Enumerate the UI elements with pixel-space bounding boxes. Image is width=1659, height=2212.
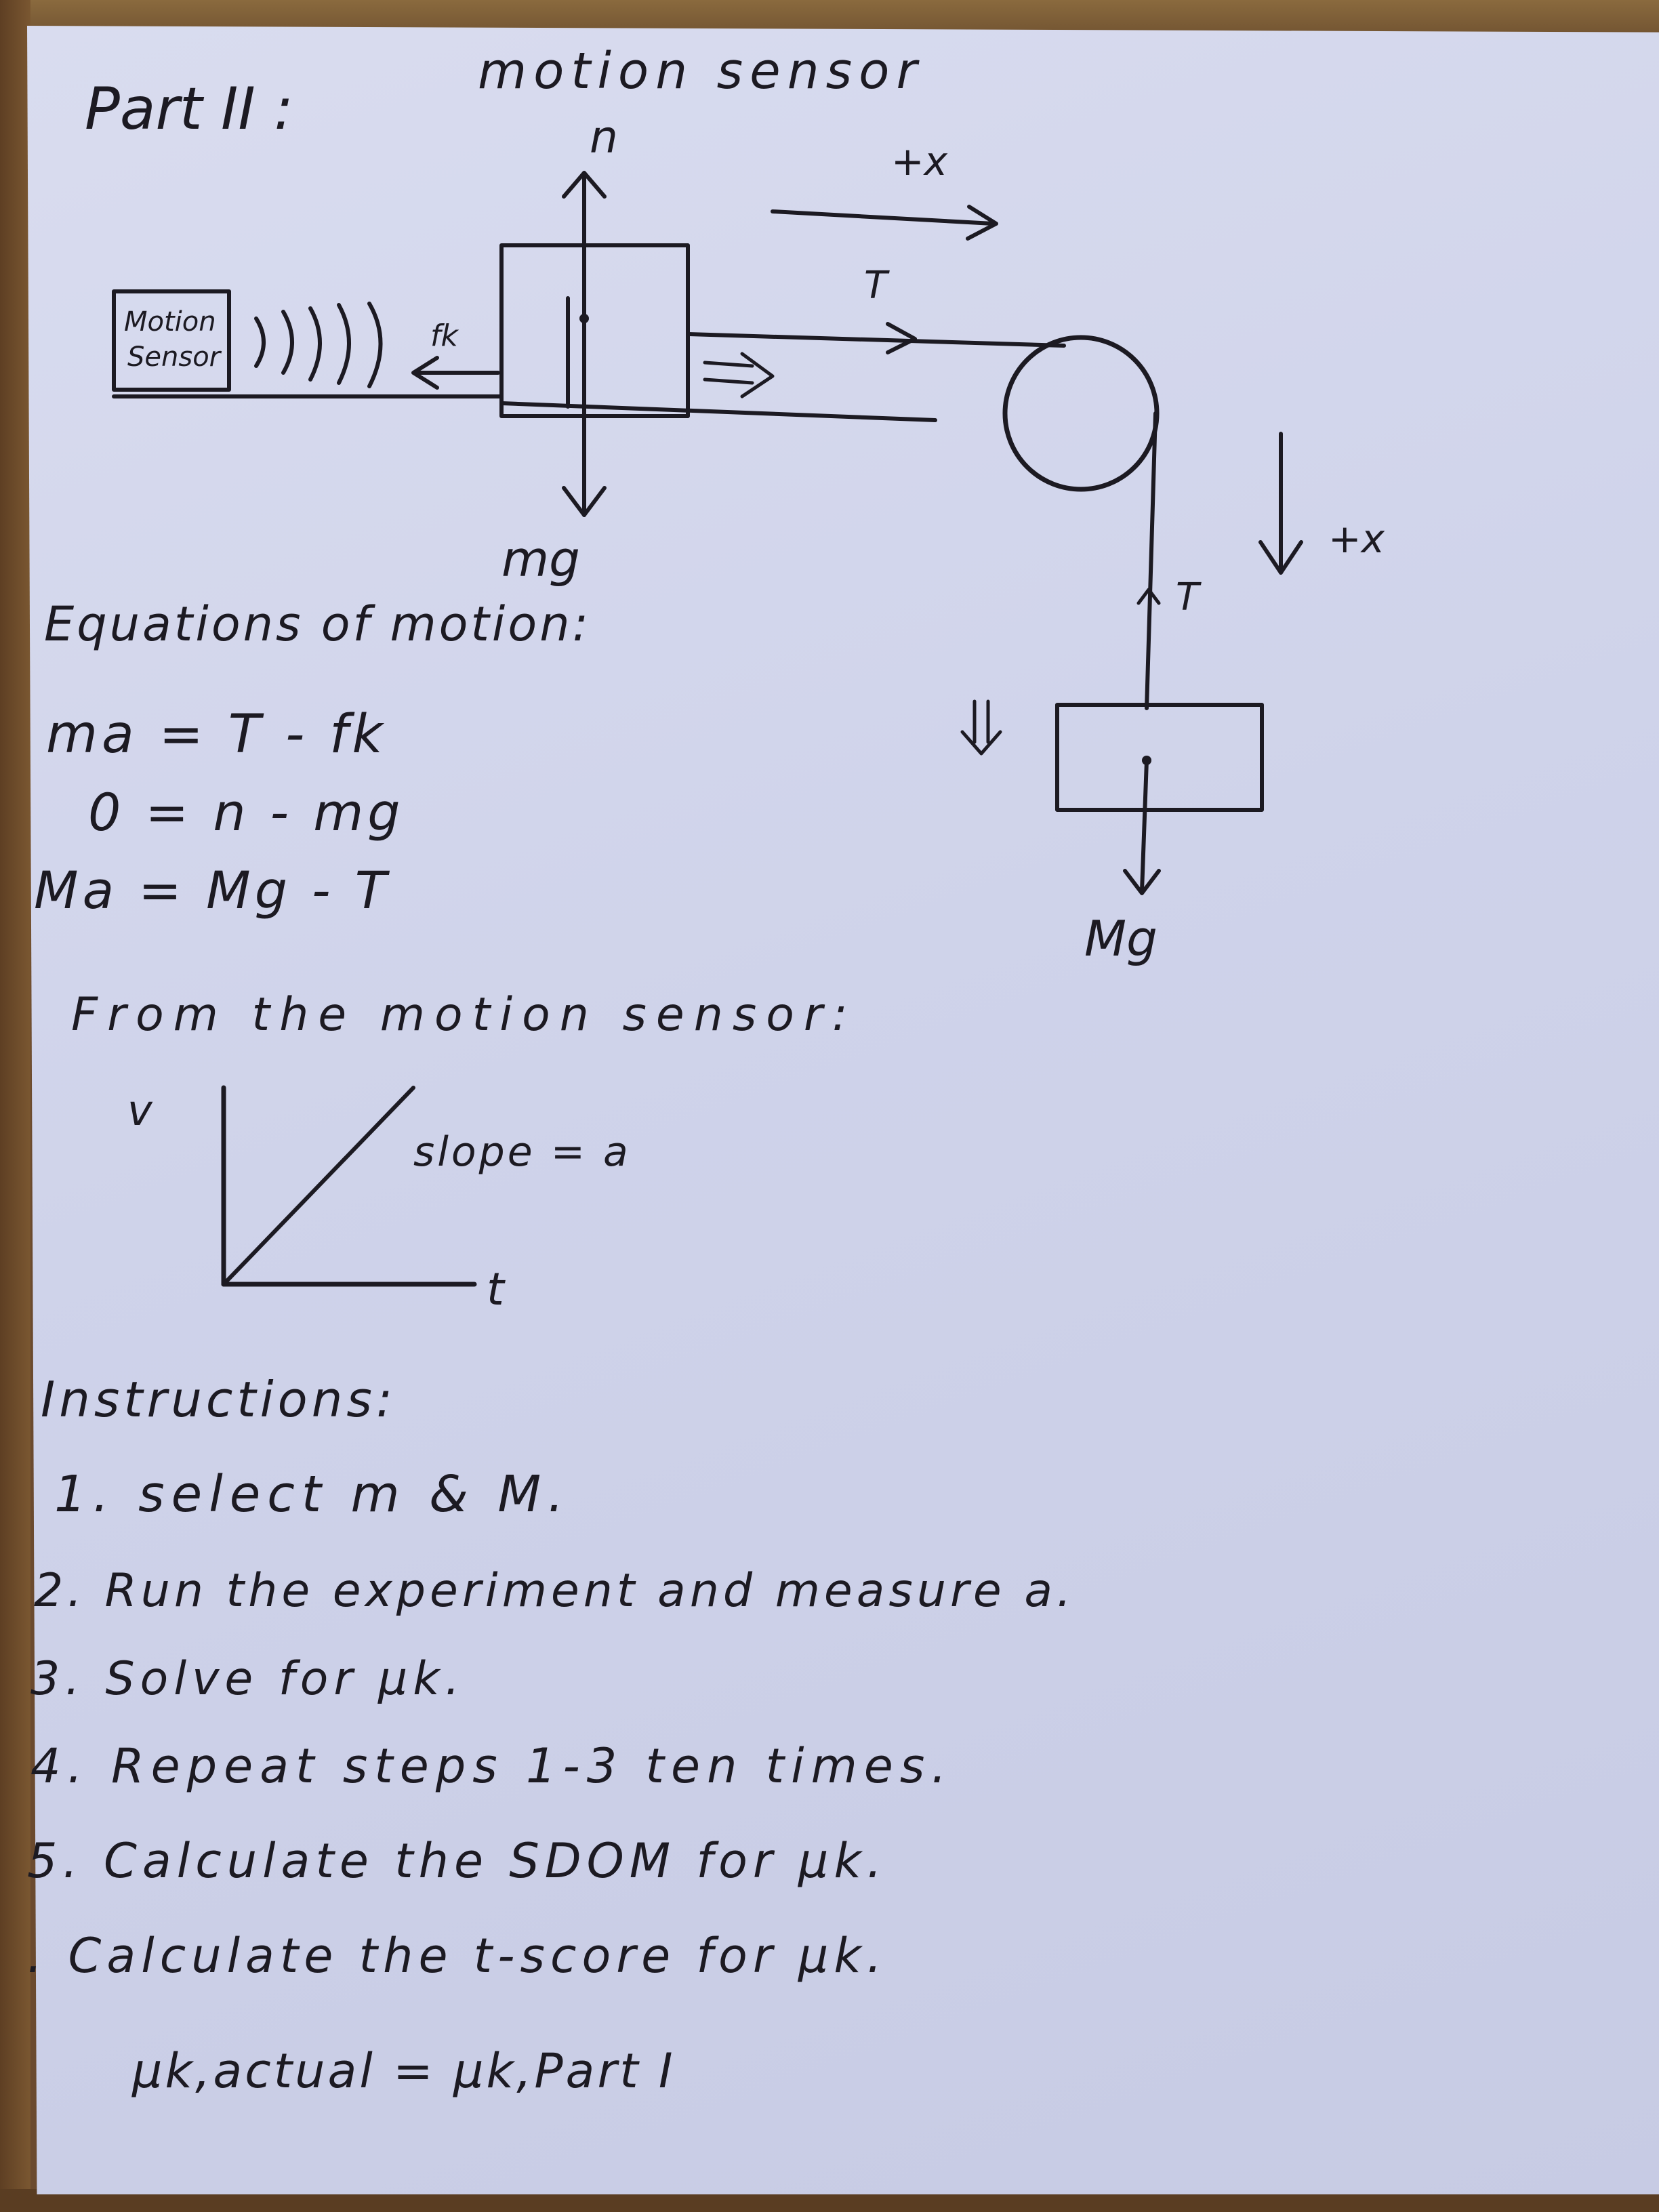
equation-3: Ma = Mg - T [34,860,390,920]
equation-2: 0 = n - mg [88,782,405,842]
instruction-6: . Calculate the t-score for μk. [27,1928,887,1984]
sensor-label-line1: Motion [124,306,216,337]
sensor-label-line2: Sensor [127,342,222,373]
plus-x-vertical-label: +x [1328,516,1385,562]
plus-x-horizontal-label: +x [891,138,948,184]
graph-velocity-line [222,1086,415,1286]
motion-sensor-box: Motion Sensor [112,289,231,392]
weight-small-label: mg [501,531,580,588]
plus-x-vertical-arrowhead-icon [1258,540,1303,575]
tension-top-label: T [864,264,890,308]
diagram-header: motion sensor [478,42,924,100]
velocity-time-graph: v t slope = a [127,1085,631,1315]
acceleration-double-arrow-icon [703,352,775,398]
friction-arrowhead-icon [411,356,439,390]
weight-large-arrow [1140,758,1149,893]
graph-slope-annotation: slope = a [413,1128,631,1176]
instructions-heading: Instructions: [41,1371,396,1428]
instruction-3: 3. Solve for μk. [30,1652,465,1706]
equations-heading: Equations of motion: [44,596,591,652]
graph-y-label: v [127,1086,153,1135]
weight-large-arrowhead-icon [1123,869,1161,895]
plus-x-horizontal-arrow [771,209,995,226]
instruction-final: μk,actual = μk,Part I [131,2043,676,2099]
instruction-1: 1. select m & M. [54,1465,571,1523]
page-title: Part II : [85,75,293,143]
table-surface-left [0,0,30,2212]
equation-1: ma = T - fk [46,704,387,765]
pulley [1002,335,1160,492]
tension-vertical-arrowhead-icon [1136,588,1161,605]
weight-arrowhead-icon [562,486,607,517]
block-m [499,243,690,418]
instruction-4: 4. Repeat steps 1-3 ten times. [30,1738,954,1794]
normal-force-label: n [590,111,618,163]
block-M [1055,703,1264,812]
sound-wave-icon [254,302,383,388]
paper-sheet [27,26,1659,2194]
tension-vertical-label: T [1176,575,1202,619]
string-vertical [1145,411,1158,710]
weight-large-label: Mg [1084,910,1158,967]
acceleration-down-double-arrow-icon [960,699,1002,756]
normal-arrowhead-icon [562,171,607,199]
friction-label: fk [430,319,459,353]
tension-top-arrowhead-icon [886,322,917,354]
graph-x-label: t [487,1263,506,1315]
graph-intro: From the motion sensor: [71,988,857,1042]
instruction-2: 2. Run the experiment and measure a. [34,1564,1076,1618]
string-horizontal [686,332,1066,348]
instruction-5: 5. Calculate the SDOM for μk. [27,1833,887,1889]
plus-x-horizontal-arrowhead-icon [966,205,998,241]
surface-line-right [499,401,937,422]
